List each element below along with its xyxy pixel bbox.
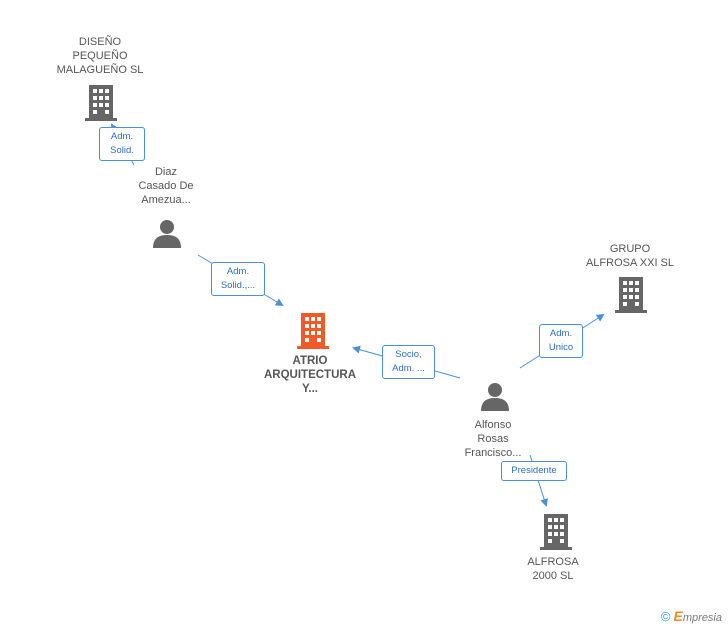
node-label-alfonso: Alfonso Rosas Francisco... xyxy=(464,419,522,459)
building-icon-center[interactable] xyxy=(297,313,329,349)
relation-badge-alfonso-grupo[interactable]: Adm. Unico xyxy=(539,324,583,358)
building-icon[interactable] xyxy=(615,277,647,313)
node-label-diseno: DISEÑO PEQUEÑO MALAGUEÑO SL xyxy=(56,36,144,76)
building-icon[interactable] xyxy=(540,514,572,550)
copyright-icon: © xyxy=(660,609,671,624)
relation-badge-alfonso-atrio[interactable]: Socio, Adm. ... xyxy=(382,345,435,379)
relation-badge-diseno-diaz[interactable]: Adm. Solid. xyxy=(99,127,145,161)
brand-logo: © Empresia xyxy=(661,608,722,624)
brand-name: mpresia xyxy=(682,612,722,624)
node-label-diaz: Diaz Casado De Amezua... xyxy=(138,166,194,206)
person-icon[interactable] xyxy=(152,218,182,248)
node-label-atrio: ATRIO ARQUITECTURA Y... xyxy=(264,355,356,395)
person-icon[interactable] xyxy=(480,381,510,411)
building-icon[interactable] xyxy=(85,85,117,121)
node-label-alfrosa2000: ALFROSA 2000 SL xyxy=(527,556,579,582)
relation-badge-diaz-atrio[interactable]: Adm. Solid.,... xyxy=(211,262,265,296)
brand-e: E xyxy=(673,608,683,624)
relation-badge-alfonso-alfrosa[interactable]: Presidente xyxy=(501,461,567,481)
node-label-grupo: GRUPO ALFROSA XXI SL xyxy=(585,243,675,269)
